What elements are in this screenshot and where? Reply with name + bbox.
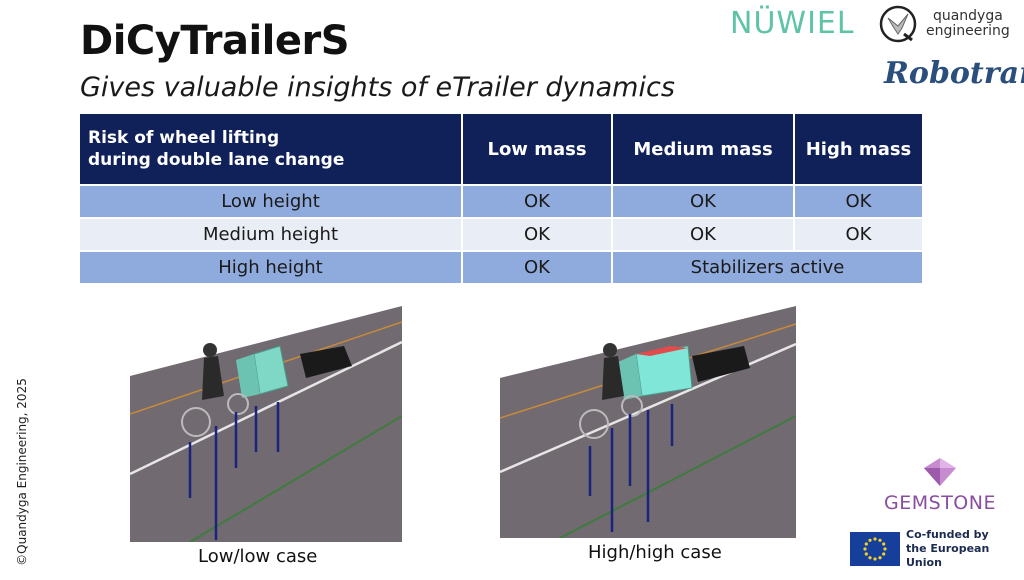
table-row: High height OK Stabilizers active bbox=[80, 250, 922, 283]
eu-cofunded-logo: Co-funded by the European Union bbox=[850, 528, 1024, 570]
table-header-row: Risk of wheel lifting during double lane… bbox=[80, 114, 922, 185]
gem-icon bbox=[924, 458, 956, 486]
corner-line1: Risk of wheel lifting bbox=[88, 128, 280, 148]
nuwiel-logo: NÜWIEL bbox=[730, 6, 855, 41]
table-row: Medium height OK OK OK bbox=[80, 217, 922, 251]
table-row: Low height OK OK OK bbox=[80, 184, 922, 218]
table-cell: OK bbox=[612, 217, 795, 251]
eu-text-line2: the European Union bbox=[906, 542, 990, 569]
table-cell: OK bbox=[462, 184, 613, 218]
right-figure-caption: High/high case bbox=[588, 542, 722, 563]
row-label: Low height bbox=[80, 184, 463, 218]
left-figure-caption: Low/low case bbox=[198, 546, 318, 567]
column-header: Medium mass bbox=[612, 114, 795, 185]
eu-text-line1: Co-funded by bbox=[906, 528, 989, 541]
slide-title: DiCyTrailerS bbox=[80, 18, 350, 64]
quandyga-logo-line2: engineering bbox=[926, 23, 1010, 39]
robotran-logo: Robotran bbox=[884, 56, 1024, 91]
simulation-image-low-low bbox=[130, 306, 402, 542]
gemstone-logo-text: GEMSTONE bbox=[884, 492, 996, 514]
copyright-text: ©Quandyga Engineering, 2025 bbox=[15, 378, 29, 566]
corner-line2: during double lane change bbox=[88, 150, 345, 170]
table-cell: OK bbox=[462, 217, 613, 251]
quandyga-logo: quandyga engineering bbox=[878, 4, 1010, 44]
table-cell: OK bbox=[612, 184, 795, 218]
table-cell: OK bbox=[462, 250, 613, 283]
column-header: High mass bbox=[794, 114, 922, 185]
table-cell-merged: Stabilizers active bbox=[612, 250, 922, 283]
column-header: Low mass bbox=[462, 114, 613, 185]
quandyga-bird-icon bbox=[879, 5, 917, 43]
gemstone-logo: GEMSTONE bbox=[884, 456, 996, 514]
slide-subtitle: Gives valuable insights of eTrailer dyna… bbox=[80, 72, 675, 103]
row-label: High height bbox=[80, 250, 463, 283]
quandyga-logo-line1: quandyga bbox=[932, 8, 1003, 24]
table-cell: OK bbox=[794, 184, 922, 218]
table-corner-header: Risk of wheel lifting during double lane… bbox=[80, 114, 463, 185]
eu-flag-icon bbox=[850, 532, 900, 566]
simulation-image-high-high bbox=[500, 306, 796, 538]
row-label: Medium height bbox=[80, 217, 463, 251]
risk-table: Risk of wheel lifting during double lane… bbox=[80, 114, 922, 283]
table-cell: OK bbox=[794, 217, 922, 251]
